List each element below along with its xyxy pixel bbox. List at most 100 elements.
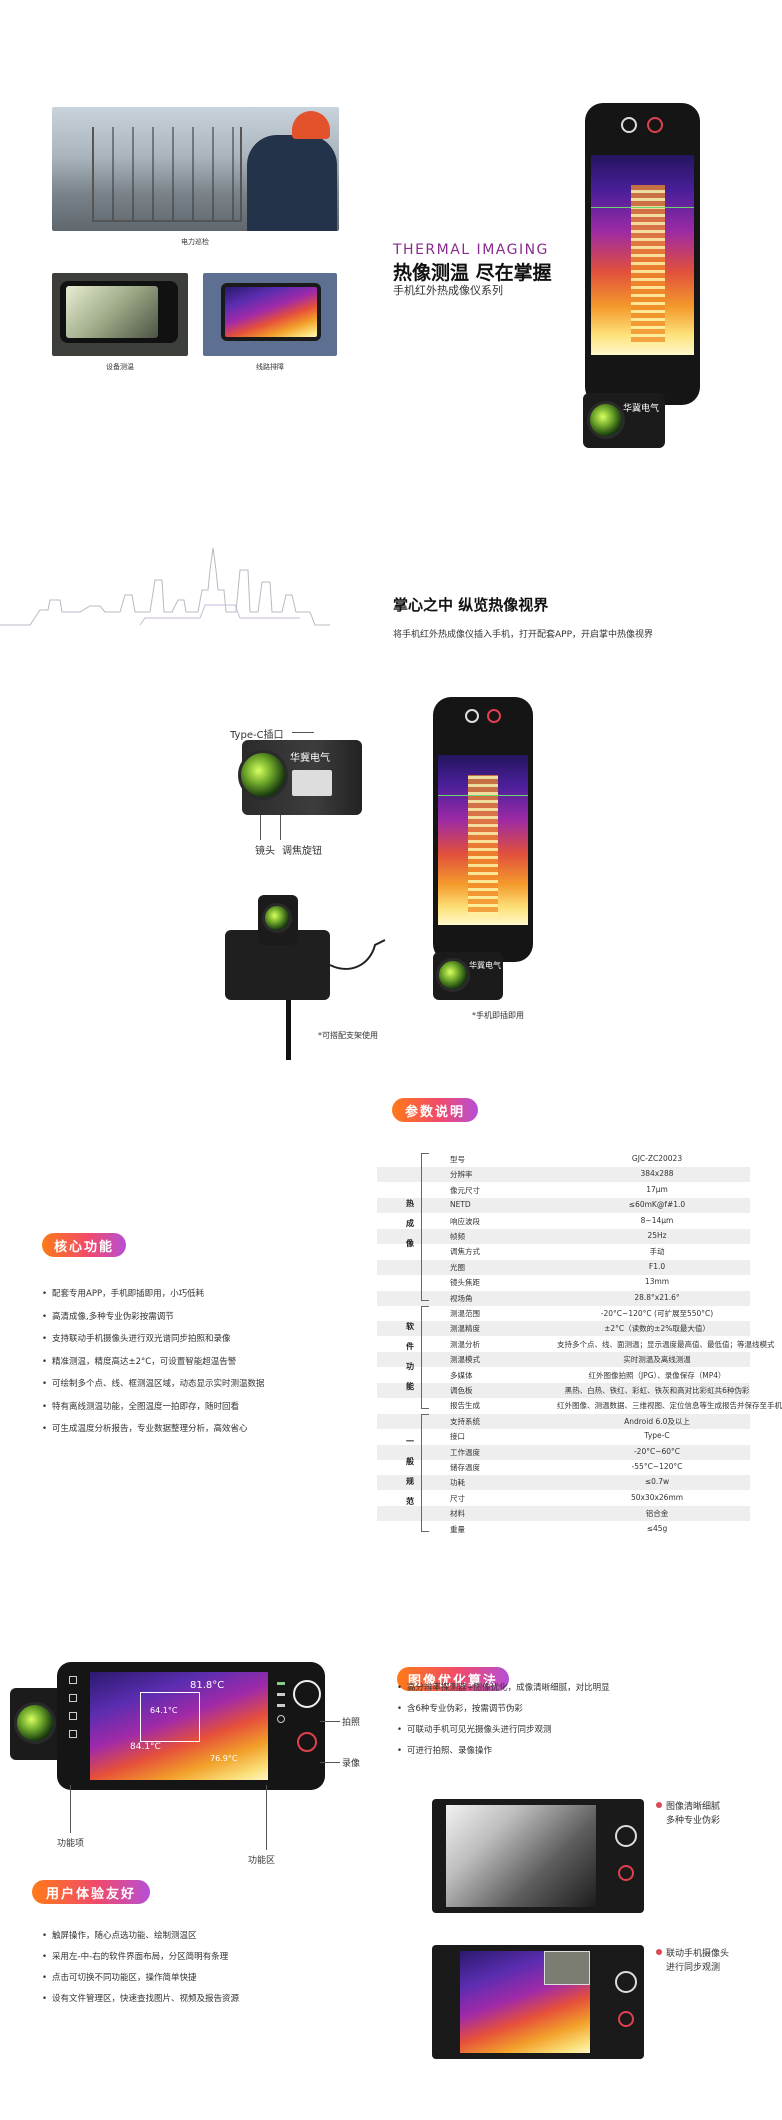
list-item: 可进行拍照、录像操作 [397, 1744, 492, 1756]
skyline-inner [139, 604, 300, 626]
spec-row: 调色板黑热、白热、铁红、彩虹、铁灰和高对比彩虹共6种伪彩 [377, 1383, 750, 1398]
spec-value: 384x288 [640, 1169, 674, 1179]
palm-desc: 将手机红外热成像仪插入手机，打开配套APP，开启掌中热像视界 [393, 630, 654, 640]
settings-icon[interactable] [277, 1715, 285, 1723]
list-item: 含6种专业伪彩，按需调节伪彩 [397, 1702, 523, 1714]
ui-capture-button[interactable] [293, 1680, 321, 1708]
tool-icon-1[interactable] [69, 1676, 77, 1684]
spec-key: 分辨率 [450, 1170, 473, 1180]
spec-value: 17μm [646, 1184, 668, 1194]
spec-key: 重量 [450, 1524, 465, 1534]
device-tower-shape [468, 775, 498, 915]
spec-value: ≤60mK@f#1.0 [628, 1200, 686, 1210]
module-side-body: 华冀电气 [238, 740, 362, 815]
spec-group-thermal-c3: 像 [406, 1239, 414, 1248]
capture-icon[interactable] [621, 117, 637, 133]
device-record-icon[interactable] [487, 709, 501, 723]
stand-pole [286, 1000, 291, 1060]
tool-icon-4[interactable] [69, 1730, 77, 1738]
spec-key: 调焦方式 [450, 1247, 480, 1257]
spec-value: 支持多个点、线、面测温；显示温度最高值、最低值；等温线模式 [557, 1339, 775, 1349]
worker-helmet [292, 111, 330, 139]
list-item: 高分辨率探测器+图像优化，成像清晰细腻，对比明显 [397, 1681, 610, 1693]
substation-structure [92, 127, 242, 222]
ui-camera-lens [14, 1702, 56, 1744]
panel-icon-3[interactable] [277, 1704, 285, 1707]
algo1-record-icon[interactable] [618, 1865, 634, 1881]
stand-note: *可搭配支架使用 [318, 1031, 378, 1040]
ui-left-toolbar [65, 1676, 81, 1776]
spec-value: GJC-ZC20023 [631, 1154, 683, 1163]
list-item: 点击可切换不同功能区，操作简单快捷 [42, 1971, 197, 1983]
spec-key: 工作温度 [450, 1447, 480, 1457]
spec-group-software-c3: 功 [406, 1362, 414, 1371]
spec-key: 像元尺寸 [450, 1185, 480, 1195]
func-item-leader [70, 1785, 71, 1833]
worker-figure [247, 135, 337, 231]
line-thermal-view [221, 283, 321, 341]
ui-mid-panel [275, 1682, 287, 1770]
spec-key: 测温范围 [450, 1309, 480, 1318]
module-lens [238, 750, 288, 800]
spec-key: 功耗 [450, 1478, 465, 1488]
tool-icon-3[interactable] [69, 1712, 77, 1720]
ui-record-button[interactable] [297, 1732, 317, 1752]
record-icon[interactable] [647, 117, 663, 133]
module-brand-badge: 华冀电气 [290, 753, 330, 764]
caption-power: 电力巡检 [181, 238, 209, 246]
spec-row: 储存温度-55°C~120°C [377, 1460, 750, 1475]
spec-row: 材料铝合金 [377, 1506, 750, 1522]
spec-group-software-c1: 软 [406, 1322, 414, 1331]
panel-icon-2[interactable] [277, 1693, 285, 1696]
spec-key: 测温分析 [450, 1339, 480, 1349]
ui-thermal-view: 81.8°C 64.1°C 84.1°C 76.9°C [90, 1672, 268, 1780]
spec-value: 黑热、白热、铁红、彩虹、铁灰和高对比彩虹共6种伪彩 [564, 1386, 750, 1395]
spec-group-software-c4: 能 [406, 1382, 414, 1391]
spec-key: 视场角 [450, 1293, 473, 1303]
device-camera-module: 华冀电气 [433, 952, 503, 1000]
spec-row: 重量≤45g [377, 1522, 750, 1537]
spec-value: 50x30x26mm [630, 1492, 684, 1502]
algo-phone-1 [432, 1799, 644, 1913]
spec-row: 分辨率 384x288 [377, 1167, 750, 1183]
label-typec: Type-C插口 [230, 730, 284, 741]
algo2-record-icon[interactable] [618, 2011, 634, 2027]
spec-group-general-c4: 范 [406, 1497, 414, 1506]
list-item: 可绘制多个点、线、框测温区域，动态显示实时测温数据 [42, 1377, 265, 1389]
palm-title: 掌心之中 纵览热像视界 [393, 596, 549, 614]
spec-row: 报告生成红外图像、测温数据、三维视图、定位信息等生成报告并保存至手机 [377, 1398, 782, 1413]
spec-value: 13mm [644, 1277, 670, 1287]
panel-icon-1[interactable] [277, 1682, 285, 1685]
spec-key: 储存温度 [450, 1463, 480, 1472]
hero-camera-lens [587, 401, 625, 439]
algo2-capture-icon[interactable] [615, 1971, 637, 1993]
device-camera-lens [436, 958, 470, 992]
spec-value: ≤0.7w [644, 1477, 670, 1487]
stand-cable [329, 939, 386, 970]
hero-brand-badge: 华冀电气 [623, 404, 660, 414]
list-item: 支持联动手机摄像头进行双光谱同步拍照和录像 [42, 1332, 231, 1344]
device-capture-icon[interactable] [465, 709, 479, 723]
spec-group-software-c2: 件 [406, 1342, 414, 1351]
city-skyline [0, 547, 330, 626]
tool-icon-2[interactable] [69, 1694, 77, 1702]
spec-row: 像元尺寸 17μm [377, 1183, 750, 1198]
algo1-capture-icon[interactable] [615, 1825, 637, 1847]
list-item: 采用左-中-右的软件界面布局，分区简明有条理 [42, 1950, 228, 1962]
grey-thermal-view [66, 286, 158, 338]
spec-group-general-c3: 规 [406, 1477, 414, 1486]
algo-note-1-dot [656, 1802, 662, 1808]
module-label-plate [292, 770, 332, 796]
spec-row: 多媒体红外图像拍照（JPG）、录像保存（MP4） [377, 1368, 750, 1383]
device-crosshair-line [438, 795, 528, 796]
spec-value: Type-C [644, 1431, 670, 1441]
list-item: 设有文件管理区，快速查找图片、视频及报告资源 [42, 1992, 239, 2004]
skyline-outline [0, 547, 330, 626]
algo-visible-view [544, 1951, 590, 1985]
spec-value: 28.8°x21.6° [634, 1292, 680, 1302]
device-phone-buttons [453, 709, 513, 725]
list-item: 精准测温，精度高达±2°C，可设置智能超温告警 [42, 1355, 236, 1367]
